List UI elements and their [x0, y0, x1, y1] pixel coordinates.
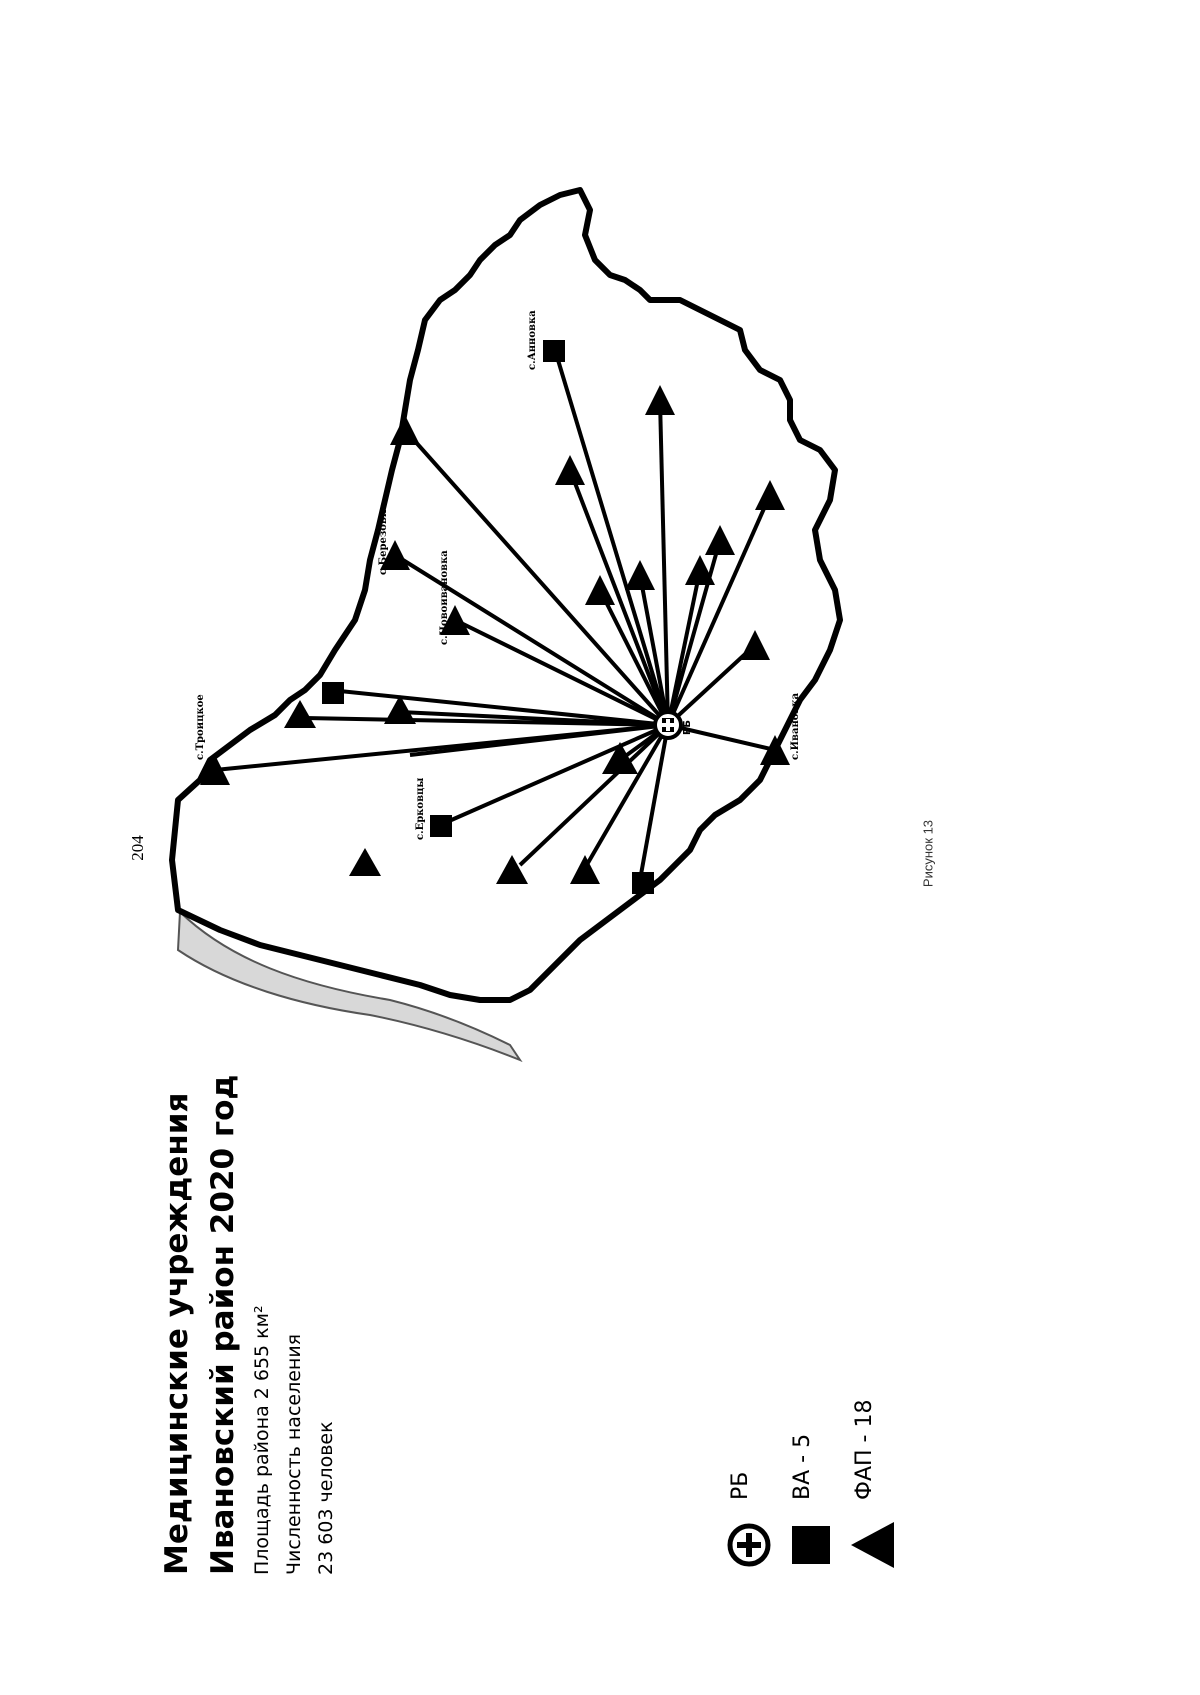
place-label: с.Анновка	[527, 310, 538, 370]
legend-label: РБ	[728, 1471, 753, 1500]
va-marker	[322, 682, 344, 704]
place-labels: с.Троицкое с.Ерковцы с.Новоивановка с.Бе…	[195, 310, 801, 840]
fap-marker	[585, 575, 615, 605]
fap-marker	[760, 735, 790, 765]
fap-marker	[570, 855, 600, 884]
fap-marker	[602, 742, 638, 774]
legend-label: ВА - 5	[790, 1433, 815, 1500]
place-label: с.Ерковцы	[415, 778, 426, 840]
figure-caption: Рисунок 13	[920, 819, 936, 888]
fap-marker	[440, 605, 470, 635]
place-label: с.Троицкое	[195, 694, 206, 760]
fap-marker	[645, 385, 675, 415]
fap-marker	[625, 560, 655, 590]
fap-marker	[390, 415, 420, 445]
fap-marker	[496, 855, 528, 884]
fap-marker	[705, 525, 735, 555]
legend-item-va: ВА - 5	[780, 1050, 842, 1570]
facility-markers	[200, 340, 790, 894]
fap-marker	[349, 848, 381, 876]
fap-marker	[755, 480, 785, 510]
va-marker	[430, 815, 452, 837]
fap-marker	[555, 455, 585, 485]
fap-marker	[380, 540, 410, 570]
va-marker	[632, 872, 654, 894]
area-text: Площадь района 2 655 км²	[251, 1305, 273, 1575]
rb-label: РБ	[682, 720, 693, 735]
fap-marker	[384, 695, 416, 724]
rb-marker	[653, 710, 683, 740]
fap-marker	[740, 630, 770, 660]
connection-lines	[214, 349, 776, 881]
place-label: с.Березовка	[378, 503, 389, 575]
title-block: Медицинские учреждения Ивановский район …	[154, 975, 342, 1575]
legend-item-rb: РБ	[718, 1050, 780, 1570]
fap-marker	[200, 755, 230, 785]
triangle-icon	[851, 1522, 894, 1568]
legend: РБ ВА - 5 ФАП - 18	[718, 1050, 904, 1570]
va-marker	[543, 340, 565, 362]
title-line-2: Ивановский район 2020 год	[205, 1074, 241, 1575]
river	[176, 909, 523, 1063]
population-label: Численность населения	[283, 1333, 305, 1575]
legend-item-fap: ФАП - 18	[842, 1050, 904, 1570]
district-boundary	[169, 187, 843, 1003]
square-icon	[792, 1526, 830, 1564]
fap-marker	[685, 555, 715, 585]
population-value: 23 603 человек	[315, 1421, 337, 1575]
fap-marker	[284, 700, 316, 728]
place-label: с.Новоивановка	[439, 550, 450, 645]
legend-label: ФАП - 18	[852, 1399, 877, 1500]
place-label: с.Ивановка	[790, 692, 801, 760]
plus-circle-icon	[727, 1523, 771, 1567]
title-line-1: Медицинские учреждения	[159, 1092, 195, 1575]
